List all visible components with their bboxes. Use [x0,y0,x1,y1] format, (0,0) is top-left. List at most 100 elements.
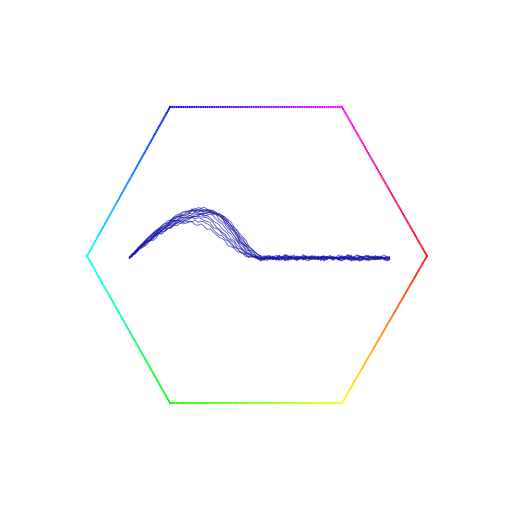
hexagon-dot [219,401,222,405]
hexagon-dot [362,363,366,366]
hexagon-dot [263,401,266,405]
hexagon-dot [417,239,420,242]
hexagon-dot [381,176,384,179]
hexagon-dot [85,254,89,258]
hexagon-dot [327,401,330,405]
hexagon-dot [257,105,260,109]
hexagon-dot [344,396,347,399]
hexagon-dot [112,302,116,305]
hexagon-dot [136,163,140,166]
hexagon-dot [224,401,227,405]
hexagon-dot [175,401,178,405]
hexagon-dot [155,130,158,133]
hexagon-dot [111,300,114,303]
hexagon-dot [171,401,174,405]
hexagon-dot [148,365,151,368]
hexagon-dot [392,195,395,198]
hexagon-dot [102,283,105,286]
hexagon-dot [412,231,416,235]
hexagon-dot [350,123,353,126]
hexagon-dot [370,350,373,353]
hexagon-dot [299,105,302,109]
hexagon-dot [359,369,362,372]
hexagon-dot [149,140,152,143]
hexagon-dot [119,193,123,196]
hexagon-dot [160,121,163,124]
hexagon-dot [226,401,229,405]
hexagon-dot [312,105,315,109]
hexagon-dot [385,184,388,187]
hexagon-dot [265,401,269,405]
hexagon-dot [204,401,207,405]
hexagon-dot [394,199,397,202]
hexagon-dot [380,333,383,336]
hexagon-dot [111,209,114,212]
hexagon-dot [168,105,172,109]
hexagon-dot [265,105,269,109]
hexagon-dot [419,266,422,269]
hexagon-dot [142,153,145,156]
hexagon-dot [388,319,391,323]
hexagon-dot [398,302,401,305]
hexagon-dot [208,105,211,109]
hexagon-dot [158,382,161,386]
hexagon-dot [340,401,344,405]
hexagon-dot [294,401,297,405]
hexagon-dot [279,105,282,109]
hexagon-dot [109,212,112,216]
hexagon-dot [411,279,414,282]
hexagon-dot [305,401,308,405]
hexagon-dot [100,281,104,284]
hexagon-dot [349,121,352,124]
hexagon-dot [232,105,236,109]
hexagon-dot [393,197,396,200]
hexagon-dot [94,270,97,273]
hexagon-dot [360,367,363,370]
hexagon-dot [423,258,426,261]
hexagon-dot [369,352,372,355]
hexagon-dot [400,298,403,302]
hexagon-dot [246,401,249,405]
hexagon-dot [162,390,165,393]
hexagon-dot [378,336,381,340]
hexagon-dot [99,279,103,282]
hexagon-dot [221,401,225,405]
hexagon-dot [423,251,426,254]
hexagon-dot [145,359,148,363]
hexagon-dot [387,188,390,191]
hexagon-dot [109,296,112,300]
hexagon-dot [318,401,322,405]
hexagon-dot [230,401,233,405]
hexagon-dot [250,401,253,405]
hexagon-dot [113,304,117,307]
hexagon-dot [197,105,200,109]
hexagon-dot [334,105,337,109]
hexagon-dot [401,296,404,300]
hexagon-dot [396,306,399,309]
hexagon-dot [106,291,109,294]
hexagon-dot [149,367,152,370]
curve-strand [128,213,391,260]
hexagon-dot [193,401,196,405]
hexagon-dot [199,105,202,109]
hexagon-dot [254,401,258,405]
hexagon-dot [118,195,122,198]
hexagon-dot [422,249,425,252]
hexagon-dot [340,105,344,109]
hexagon-dot [413,275,416,279]
hexagon-dot [272,105,275,109]
hexagon-dot [146,361,149,365]
hexagon-dot [130,333,133,336]
hexagon-dot [99,230,102,233]
hexagon-dot [336,401,339,405]
hexagon-dot [367,151,370,154]
hexagon-dot [391,193,394,196]
hexagon-dot [224,105,227,109]
hexagon-dot [248,105,251,109]
hexagon-dot [177,401,180,405]
hexagon-dot [405,218,408,221]
hexagon-dot [91,245,94,248]
hexagon-dot [173,105,176,109]
hexagon-dot [228,105,231,109]
